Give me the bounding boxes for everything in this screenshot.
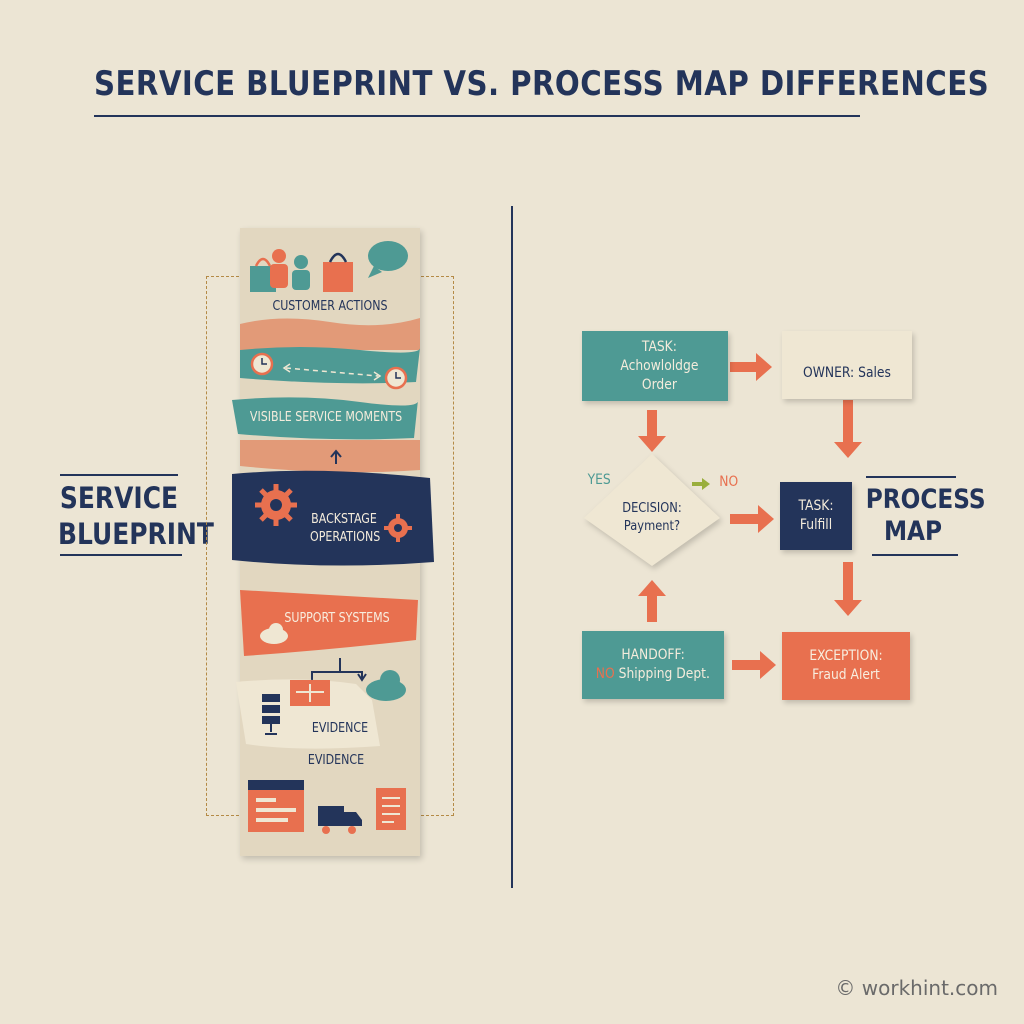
speech-bubble-icon [368,241,408,278]
credit-text: © workhint.com [835,976,998,1000]
customer-actions-label: CUSTOMER ACTIONS [272,299,388,314]
arrow-right-2 [730,505,774,533]
handoff-detail-text: Shipping Dept. [618,666,711,682]
cloud-icon-2 [366,670,406,701]
page-title: SERVICE BLUEPRINT VS. PROCESS MAP DIFFER… [94,64,990,104]
hub-icon [290,680,330,706]
backstage-operations-label: BACKSTAGE OPERATIONS [310,512,381,545]
evidence-label-1: EVIDENCE [311,721,369,736]
decision-diamond [584,454,720,566]
evidence-label-2: EVIDENCE [307,753,365,768]
task-fulfill-node: TASK: Fulfill [780,482,852,550]
arrow-down-1 [638,410,666,452]
handoff-no-text: NO [595,666,615,682]
handoff-node: HANDOFF: NO Shipping Dept. [582,631,724,699]
handoff-title: HANDOFF: [621,647,685,663]
gear-icon [255,484,297,526]
service-blueprint-rule-bottom [60,554,182,556]
shopping-bag-icon-2 [323,252,353,292]
decision-text: DECISION: Payment? [622,501,682,534]
arrow-down-2 [834,400,862,458]
visible-service-moments-label: VISIBLE SERVICE MOMENTS [249,410,403,425]
server-icon [262,694,280,735]
cloud-icon [260,623,288,644]
delivery-truck-icon [318,806,362,834]
task-fulfill-text: TASK: Fulfill [798,498,834,533]
exception-node: EXCEPTION: Fraud Alert [782,632,910,700]
document-icon [376,788,406,830]
exception-text: EXCEPTION: Fraud Alert [809,648,883,683]
service-blueprint-rule-top [60,474,178,476]
owner-text: OWNER: Sales [803,365,891,381]
process-map-rule-bottom [872,554,958,556]
arrow-no [692,478,710,490]
no-label: NO [719,474,739,490]
title-underline [94,115,860,117]
owner-node: OWNER: Sales [782,331,912,399]
gear-icon-small [384,514,412,542]
arrow-down-3 [834,562,862,616]
browser-window-icon [248,780,304,832]
task-acknowledge-node: TASK: Achowloldge Order [582,331,728,401]
support-systems-label: SUPPORT SYSTEMS [284,611,390,626]
process-map-rule-top [866,476,956,478]
center-divider [511,206,513,888]
process-map-label: PROCESS MAP [865,484,986,547]
task-acknowledge-text: TASK: Achowloldge Order [620,338,699,393]
arrow-up-1 [638,580,666,622]
arrow-right-1 [730,353,772,381]
flow-arrows [638,353,862,679]
people-icon [270,249,310,290]
arrow-right-3 [732,651,776,679]
yes-label: YES [587,472,611,488]
